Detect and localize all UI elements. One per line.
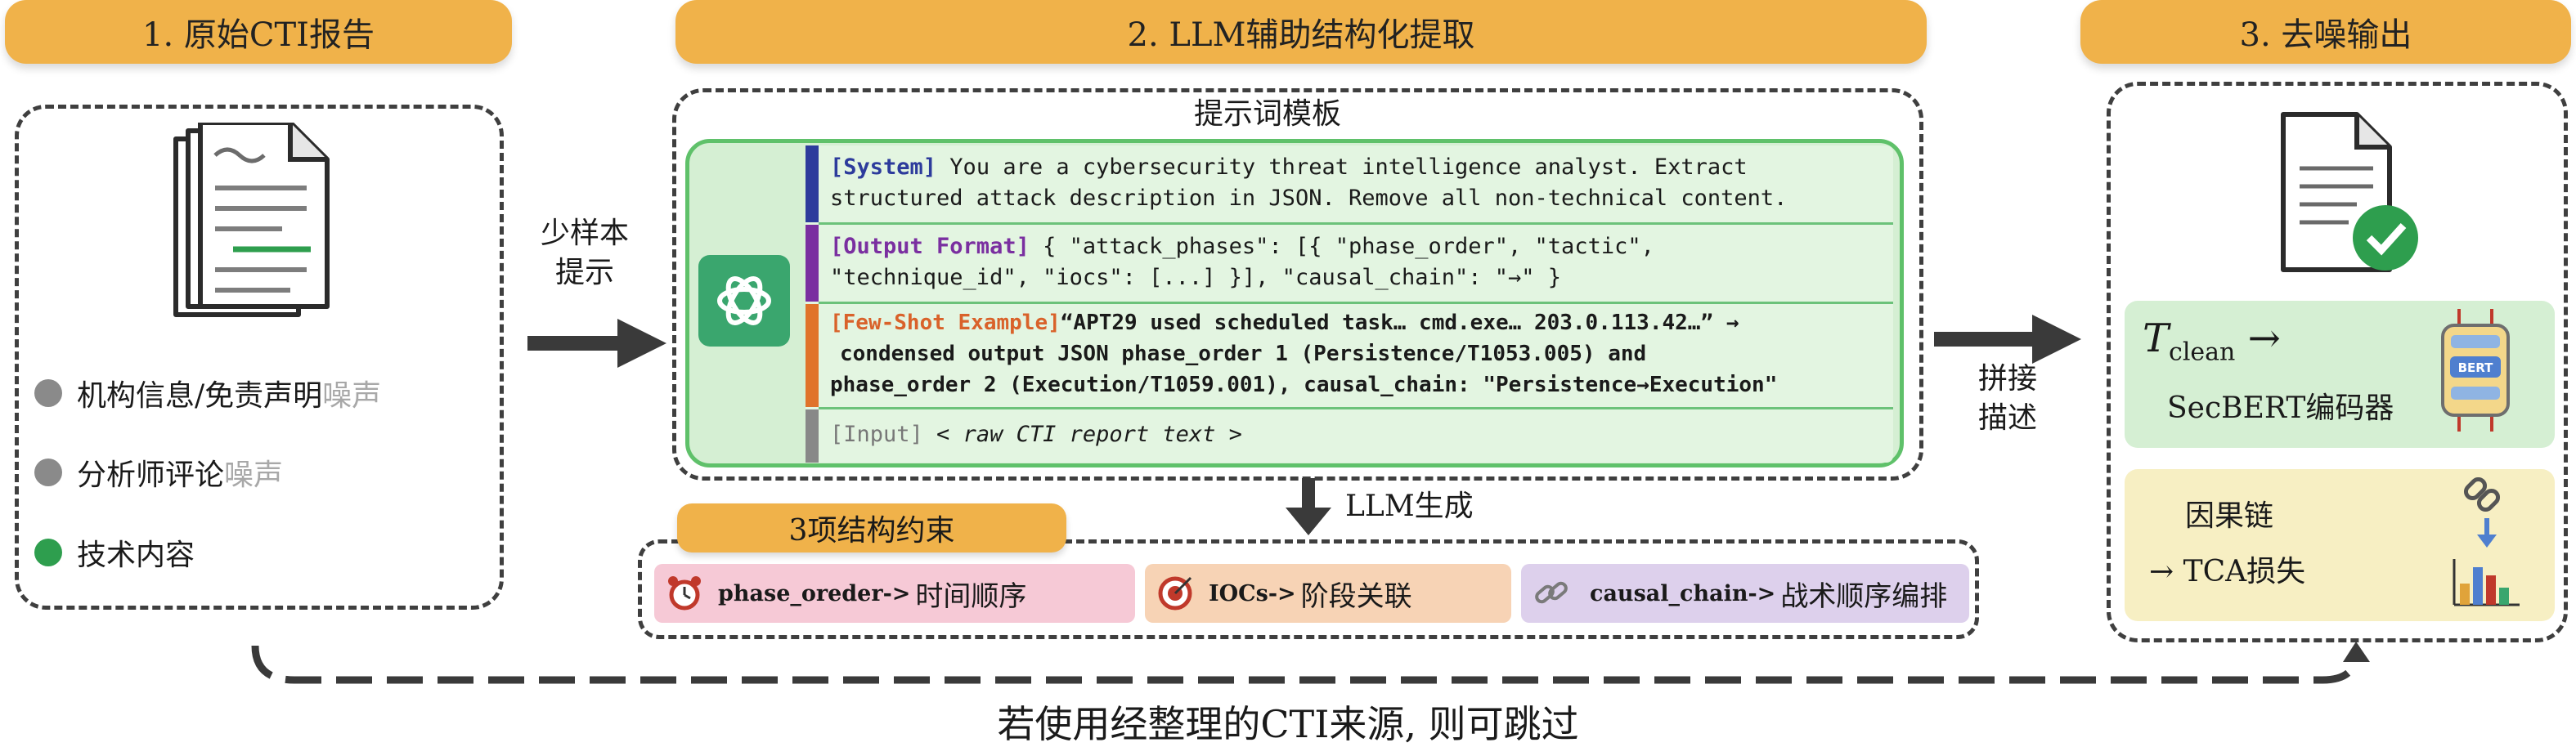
section3-header: 3. 去噪输出 bbox=[2080, 0, 2571, 64]
system-bar bbox=[806, 145, 819, 222]
document-stack-icon bbox=[173, 123, 330, 317]
fewshot-bar bbox=[806, 304, 819, 407]
alarm-clock-icon bbox=[668, 576, 701, 611]
technical-content-item: 技术内容 bbox=[34, 531, 195, 574]
concat-arrow-icon bbox=[1934, 315, 2081, 364]
fewshot-label: 少样本 提示 bbox=[540, 217, 629, 289]
section1-header: 1. 原始CTI报告 bbox=[5, 0, 512, 64]
constraints-box bbox=[638, 539, 1979, 639]
section2-header-label: 2. LLM辅助结构化提取 bbox=[1127, 16, 1475, 54]
constraint-causal-chain: causal_chain-> 战术顺序编排 bbox=[1521, 564, 1969, 623]
section2-header: 2. LLM辅助结构化提取 bbox=[675, 0, 1927, 64]
row-divider bbox=[819, 302, 1893, 304]
chain-chart-icon bbox=[2453, 477, 2520, 606]
llm-generate-arrow-icon bbox=[1286, 478, 1331, 535]
bert-label: BERT bbox=[2458, 360, 2494, 375]
raw-report-box bbox=[15, 105, 504, 610]
green-dot-icon bbox=[34, 539, 62, 566]
causal-label: 因果链 bbox=[2185, 499, 2274, 533]
section1-header-label: 1. 原始CTI报告 bbox=[142, 16, 375, 54]
t-clean-formula: Tclean → bbox=[2143, 315, 2281, 367]
format-bar bbox=[806, 225, 819, 302]
input-bar bbox=[806, 409, 819, 463]
concat-label: 拼接 描述 bbox=[1977, 362, 2037, 435]
gray-dot-icon bbox=[34, 459, 62, 486]
skip-arrow-icon bbox=[251, 642, 2370, 684]
row-divider bbox=[819, 407, 1893, 409]
target-icon bbox=[1158, 576, 1192, 611]
output-format: [Output Format] { "attack_phases": [{ "p… bbox=[830, 234, 1654, 290]
prompt-template-box bbox=[672, 88, 1923, 481]
prompt-inner bbox=[806, 145, 1893, 463]
link-icon bbox=[1535, 581, 1568, 604]
denoised-output-box bbox=[2107, 82, 2568, 642]
gray-dot-icon bbox=[34, 379, 62, 407]
input-row: [Input] < raw CTI report text > bbox=[830, 422, 1242, 447]
secbert-label: SecBERT编码器 bbox=[2167, 391, 2394, 425]
template-title: 提示词模板 bbox=[1194, 97, 1342, 131]
fewshot-example: [Few-Shot Example]“APT29 used scheduled … bbox=[830, 311, 1778, 397]
noise-item-analyst: 分析师评论噪声 bbox=[34, 451, 283, 494]
fewshot-arrow-icon bbox=[527, 319, 666, 368]
constraint-iocs: IOCs-> 阶段关联 bbox=[1145, 564, 1511, 623]
bert-encoder-icon: BERT bbox=[2441, 309, 2510, 432]
section3-header-label: 3. 去噪输出 bbox=[2239, 16, 2412, 54]
verified-document-icon bbox=[2281, 112, 2418, 272]
noise-item-institution: 机构信息/免责声明噪声 bbox=[34, 372, 381, 414]
row-divider bbox=[819, 222, 1893, 225]
skip-note: 若使用经整理的CTI来源, 则可跳过 bbox=[997, 702, 1579, 746]
system-prompt: [System] You are a cybersecurity threat … bbox=[830, 154, 1788, 211]
llm-generate-label: LLM生成 bbox=[1345, 490, 1474, 523]
tca-label: → TCA损失 bbox=[2149, 555, 2306, 588]
constraint-phase-order: phase_oreder-> 时间顺序 bbox=[654, 564, 1135, 623]
chatgpt-icon bbox=[698, 255, 790, 347]
constraints-title-tab: 3项结构约束 bbox=[677, 503, 1066, 552]
